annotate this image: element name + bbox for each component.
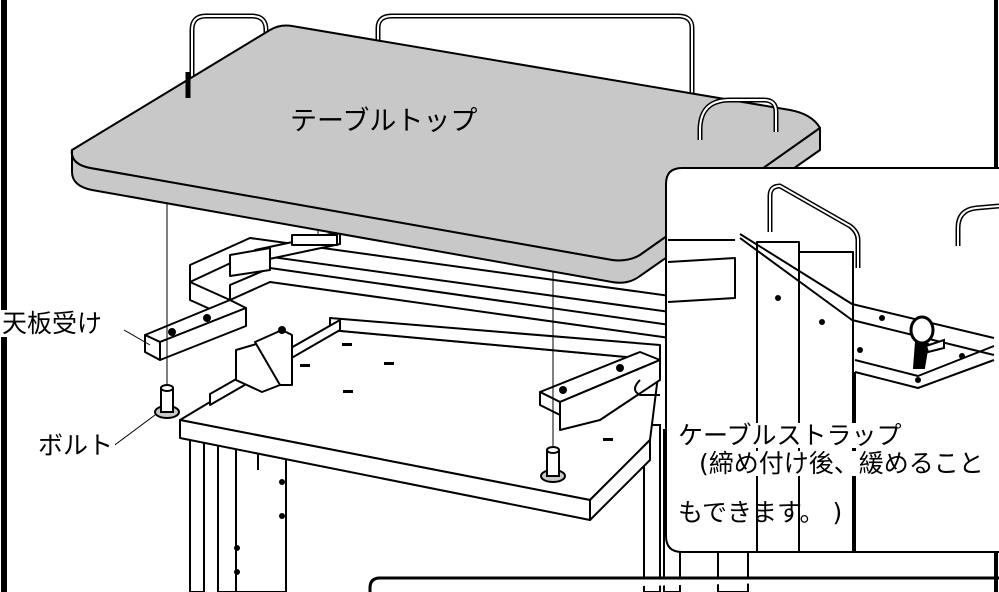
bolt-label: ボルト [36, 431, 116, 460]
tray-slots [300, 343, 613, 441]
cable-strap [909, 315, 945, 369]
lower-tray [179, 317, 661, 521]
table-top [70, 13, 821, 284]
bolt-right [540, 255, 566, 483]
cable-strap-note-line2: もできます。 ) [678, 498, 843, 527]
top-plate-support-label: 天板受け [0, 309, 105, 338]
bolt-left [154, 200, 180, 419]
leg-holes [234, 479, 285, 575]
detail-callout [665, 167, 999, 553]
bottom-panel-edge [368, 576, 999, 592]
left-support-bracket [144, 299, 293, 393]
upper-frame [189, 231, 671, 339]
right-support-bracket [539, 351, 661, 431]
cable-strap-label: ケーブルストラップ [676, 421, 904, 450]
cable-strap-note-line1: (締め付け後、緩めること [697, 449, 986, 478]
table-top-label: テーブルトップ [290, 106, 478, 137]
